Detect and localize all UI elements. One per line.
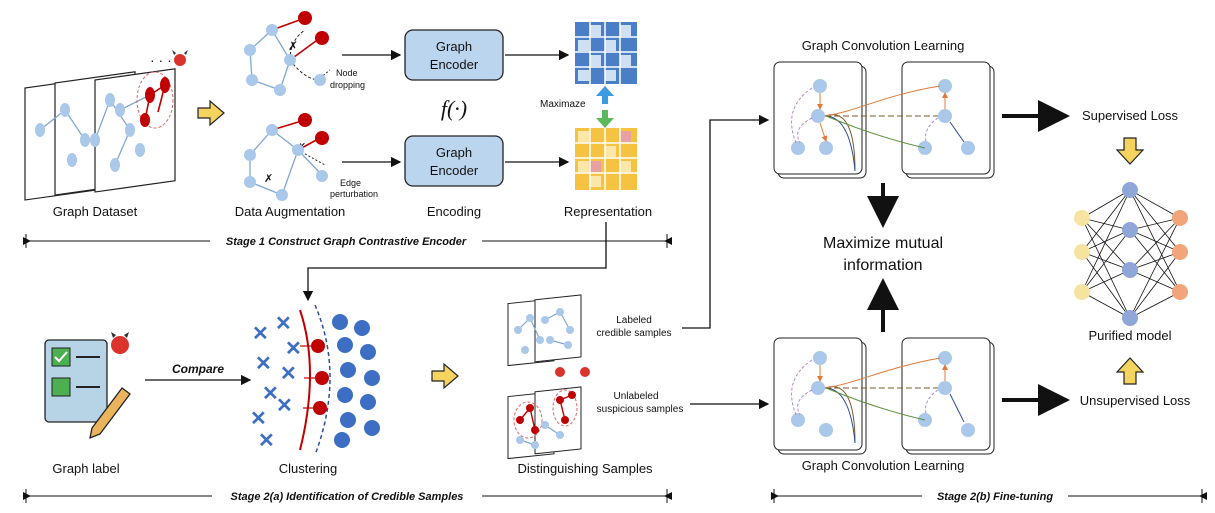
purified-model-network <box>1074 182 1188 326</box>
yellow-arrow-icon <box>197 99 225 127</box>
purified-model-label: Purified model <box>1088 328 1171 343</box>
svg-text:✕: ✕ <box>275 313 292 335</box>
svg-text:Graph: Graph <box>436 39 472 54</box>
node-dropping-label-1: Node <box>336 68 358 78</box>
suspicious-samples-stack <box>507 367 590 460</box>
representation-label: Representation <box>564 204 652 219</box>
gcl-bottom-label: Graph Convolution Learning <box>802 458 965 473</box>
data-augmentation-label: Data Augmentation <box>235 204 346 219</box>
edge-perturbation-label-1: Edge <box>340 178 361 188</box>
mutual-info-label-2: information <box>843 257 922 274</box>
stage2b-title: Stage 2(b) Fine-tuning <box>937 491 1053 503</box>
labeled-label-1: Labeled <box>616 315 652 326</box>
stage2a-title: Stage 2(a) Identification of Credible Sa… <box>231 491 464 503</box>
node-dropping-graph: ✗ <box>244 11 331 96</box>
gcl-top-label: Graph Convolution Learning <box>802 38 965 53</box>
svg-text:✕: ✕ <box>262 383 279 405</box>
svg-text:Encoder: Encoder <box>430 57 479 72</box>
representation-grid-top <box>575 22 637 84</box>
highlight-ellipse <box>136 71 174 129</box>
gcl-top-right-card <box>901 61 995 179</box>
svg-text:✗: ✗ <box>264 173 273 185</box>
svg-text:✕: ✕ <box>252 323 269 345</box>
down-arrow-icon <box>1115 137 1145 165</box>
up-arrow-icon <box>1115 357 1145 385</box>
distinguishing-label: Distinguishing Samples <box>517 461 653 476</box>
mutual-info-label-1: Maximize mutual <box>823 235 943 252</box>
svg-text:✕: ✕ <box>280 363 297 385</box>
graph-encoder-top: Graph Encoder <box>404 29 504 81</box>
svg-text:✗: ✗ <box>288 39 298 53</box>
maximaze-label: Maximaze <box>540 99 586 110</box>
edge-perturbation-label-2: perturbation <box>330 189 378 199</box>
unsupervised-loss-label: Unsupervised Loss <box>1080 393 1191 408</box>
encoding-label: Encoding <box>427 204 481 219</box>
devil-icon <box>172 50 188 66</box>
gcl-bottom-left-card <box>773 337 867 455</box>
graph-dataset-stack: · · · <box>24 50 188 201</box>
graph-label: Graph label <box>52 461 119 476</box>
stage1-title: Stage 1 Construct Graph Contrastive Enco… <box>226 236 467 248</box>
encoder-function-label: f(·) <box>441 96 467 121</box>
credible-samples-stack <box>507 294 582 367</box>
edge-perturbation-graph: ✗ ✗ <box>244 113 329 201</box>
labeled-label-2: credible samples <box>596 328 671 339</box>
unlabeled-label-1: Unlabeled <box>613 391 658 402</box>
graph-dataset-label: Graph Dataset <box>53 204 138 219</box>
svg-text:✕: ✕ <box>255 353 272 375</box>
gcl-bottom-right-card <box>901 337 995 455</box>
svg-text:✕: ✕ <box>276 395 293 417</box>
svg-text:✕: ✕ <box>250 408 267 430</box>
maximaze-arrow-icon <box>596 86 614 128</box>
svg-text:· · ·: · · · <box>150 52 172 68</box>
gcl-top-left-card <box>773 61 867 179</box>
svg-text:Encoder: Encoder <box>430 163 479 178</box>
svg-text:✕: ✕ <box>258 430 275 452</box>
unlabeled-label-2: suspicious samples <box>597 404 684 415</box>
yellow-arrow-icon-2 <box>431 362 459 390</box>
supervised-loss-label: Supervised Loss <box>1082 108 1179 123</box>
graph-label-clipboard-icon <box>44 332 131 440</box>
svg-text:Graph: Graph <box>436 145 472 160</box>
compare-label: Compare <box>172 362 224 376</box>
clustering-plot: ✕✕✕ ✕✕✕ ✕✕✕ <box>250 304 380 456</box>
graph-encoder-bottom: Graph Encoder <box>404 135 504 187</box>
clustering-label: Clustering <box>279 461 338 476</box>
node-dropping-label-2: dropping <box>330 80 365 90</box>
svg-text:✕: ✕ <box>285 338 302 360</box>
representation-grid-bottom <box>575 128 637 190</box>
